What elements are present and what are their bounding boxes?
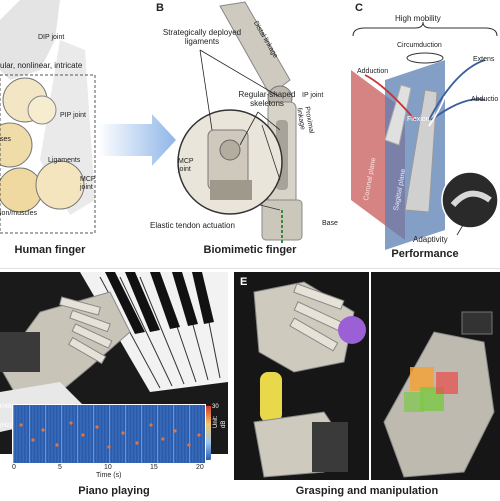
biomimetic-finger-illustration: [177, 1, 303, 245]
spec-xlabel: Time (s): [96, 472, 122, 479]
label-adaptivity: Adaptivity: [413, 235, 448, 244]
panel-b-label: B: [156, 2, 164, 14]
label-ligaments: Ligaments: [48, 157, 81, 164]
spec-ylabel: (Hz): [0, 423, 12, 429]
label-mobility: High mobility: [395, 14, 441, 23]
caption-grasping: Grasping and manipulation: [295, 485, 439, 497]
spec-xtick: 0: [12, 464, 16, 471]
label-nonlinear: ular, nonlinear, intricate: [0, 61, 83, 70]
grasping-illustration: [253, 272, 495, 480]
panel-c-label: C: [355, 2, 363, 14]
spec-xtick: 5: [58, 464, 62, 471]
label-mcp-b: MCP joint: [178, 158, 194, 173]
spec-xtick: 15: [150, 464, 158, 471]
panel-d: 4048 (Hz) 256 30 Unit: dB -40 0 5 10 15 …: [0, 272, 228, 501]
label-adduction: Adduction: [357, 68, 389, 75]
performance-illustration: [351, 21, 499, 250]
panel-c: C High mobility Circumduction Adductio: [345, 0, 500, 260]
panel-e: E Grasping and manipulation: [234, 272, 500, 501]
label-abduction: Abductio: [471, 96, 499, 103]
panel-e-label: E: [240, 276, 248, 288]
colorbar-label: Unit: dB: [213, 415, 227, 428]
colorbar: [206, 406, 211, 460]
design-arrow-block: [98, 88, 176, 188]
label-pip-joint: PIP joint: [60, 112, 86, 119]
label-mcp-joint: MCP joint: [80, 176, 96, 191]
spec-ytick-top: 4048: [0, 404, 12, 410]
panel-a: DIP joint ular, nonlinear, intricate PIP…: [0, 0, 100, 256]
caption-biomimetic-finger: Biomimetic finger: [203, 244, 297, 256]
colorbar-top: 30: [212, 404, 219, 410]
panel-b: B Strategically de: [150, 0, 350, 260]
spectrogram: [13, 405, 203, 463]
spec-ytick-bottom: 256: [0, 455, 11, 461]
spec-xticks: 0 5 10 15 20 Time (s): [0, 463, 228, 481]
spectrogram-box: [12, 404, 206, 464]
label-dip-joint: DIP joint: [38, 34, 65, 41]
row-divider: [0, 268, 500, 269]
caption-piano: Piano playing: [78, 485, 150, 497]
label-muscles: ion/muscles: [0, 210, 37, 217]
label-tendon: Elastic tendon actuation: [150, 221, 235, 230]
label-ses: ses: [0, 136, 11, 143]
design-arrow: [98, 114, 176, 166]
grasp-photo: [234, 272, 500, 480]
label-extension: Extens: [473, 56, 495, 63]
label-ligaments-b: Strategically deployed ligaments: [162, 28, 242, 46]
label-skeletons: Regular-shaped skeletons: [238, 90, 296, 108]
label-circumduction: Circumduction: [397, 42, 442, 49]
label-flexion: Flexion: [407, 116, 430, 123]
label-base: Base: [322, 220, 338, 227]
colorbar-bottom: -40: [210, 457, 219, 463]
human-finger-illustration: [0, 0, 96, 234]
spec-xtick: 20: [196, 464, 204, 471]
spec-xtick: 10: [104, 464, 112, 471]
caption-human-finger: Human finger: [14, 244, 86, 256]
label-ip: IP joint: [302, 92, 324, 99]
caption-performance: Performance: [391, 248, 459, 260]
